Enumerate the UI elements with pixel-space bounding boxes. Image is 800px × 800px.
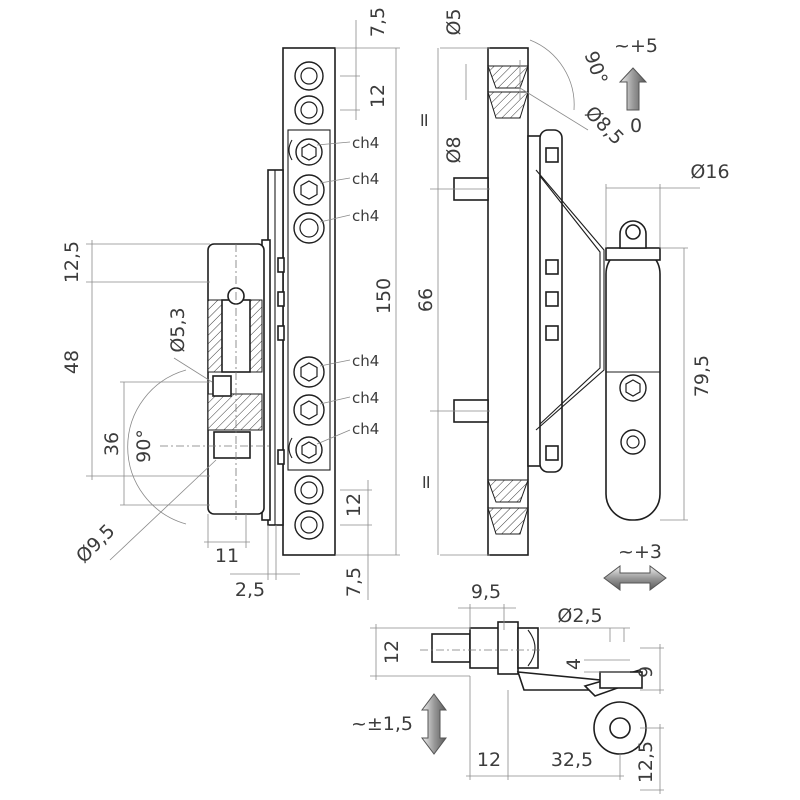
- countersink-section: [487, 479, 529, 503]
- link-arm-inner: [539, 175, 601, 425]
- dim-dia-9-5: Ø9,5: [72, 520, 119, 567]
- double-arrow-horizontal-icon: [603, 565, 667, 591]
- dim-dia-8: Ø8: [443, 136, 465, 163]
- dim-height-12-bottom: 12: [381, 640, 403, 664]
- dim-height-48: 48: [61, 350, 83, 374]
- dim-dia-8-5: Ø8,5: [580, 102, 627, 149]
- bracket-tab: [545, 147, 559, 163]
- pin-shaft: [213, 431, 251, 459]
- dim-dia-5: Ø5: [443, 8, 465, 35]
- dim-length-66: 66: [415, 288, 437, 312]
- bottom-view-dimensions: 9,5 Ø2,5 12 4 9 12 32,5 12,5: [370, 581, 664, 794]
- bracket-tab: [545, 325, 559, 341]
- dim-height-79-5: 79,5: [691, 355, 713, 397]
- angle-arc: [127, 369, 187, 525]
- dim-bottom-7-5: 7,5: [343, 567, 365, 597]
- chamfer-label: ch4: [352, 420, 379, 438]
- dim-dia-5-3: Ø5,3: [167, 307, 189, 352]
- knob: [277, 325, 285, 341]
- link-arm: [535, 169, 605, 431]
- adjust-arrow-horizontal: ~+3: [603, 541, 667, 591]
- dim-pitch-12-top: 12: [367, 84, 389, 108]
- adjust-label-horizontal: ~+3: [618, 541, 662, 563]
- adjust-label-top: ~+5: [614, 35, 658, 57]
- knob: [277, 449, 285, 465]
- dim-top-7-5: 7,5: [367, 7, 389, 37]
- clip-curve: [527, 629, 536, 667]
- dim-pitch-12-bottom: 12: [343, 493, 365, 517]
- dim-angle-90-mid: 90°: [580, 48, 612, 87]
- dim-height-12-5: 12,5: [61, 241, 83, 283]
- double-arrow-vertical-icon: [421, 693, 447, 755]
- dim-height-12-5-bottom: 12,5: [635, 741, 657, 783]
- dim-width-32-5: 32,5: [551, 749, 593, 771]
- dim-width-12-bottom: 12: [477, 749, 501, 771]
- dim-width-11: 11: [215, 545, 239, 567]
- adjust-arrow-vertical-bottom: ~±1,5: [351, 693, 447, 755]
- top-pin: [431, 633, 471, 663]
- bottom-knuckle-hole: [609, 717, 631, 739]
- dim-eq-top: =: [413, 112, 435, 128]
- frame-plate: [487, 47, 529, 556]
- chamfer-label: ch4: [352, 134, 379, 152]
- plate-inner-frame: [287, 129, 331, 471]
- adjust-bolt-group-lower: [293, 356, 325, 464]
- pin-grub: [212, 375, 232, 397]
- adjust-bolt-group-upper: [293, 138, 325, 244]
- screw-hole-group-bottom: [294, 475, 324, 540]
- chamfer-labels: ch4 ch4 ch4 ch4 ch4 ch4: [316, 134, 379, 445]
- dim-offset-2-5: 2,5: [235, 579, 265, 601]
- chamfer-label: ch4: [352, 170, 379, 188]
- right-view: Ø16 79,5 ~+3: [603, 161, 730, 591]
- dim-height-36: 36: [101, 432, 123, 456]
- chamfer-label: ch4: [352, 389, 379, 407]
- screw-hole-group-top: [294, 61, 324, 125]
- dim-dia-2-5: Ø2,5: [557, 605, 602, 627]
- double-arrow-up-icon: [618, 67, 648, 111]
- bracket-tab: [545, 445, 559, 461]
- adjust-label-vertical: ~±1,5: [351, 713, 413, 735]
- dim-eq-bottom: =: [415, 474, 437, 490]
- dim-dia-16: Ø16: [690, 161, 729, 183]
- angle-arc: [529, 39, 575, 111]
- knob: [277, 257, 285, 273]
- middle-view: Ø5 Ø8 66 = = 90° Ø8,5 ~+5 0: [413, 8, 658, 556]
- top-plate-edge: [497, 621, 519, 675]
- countersink-section: [487, 507, 529, 535]
- dim-width-9-5: 9,5: [471, 581, 501, 603]
- dim-height-9: 9: [635, 666, 657, 678]
- chamfer-label: ch4: [352, 207, 379, 225]
- knuckle-section-lower: [207, 393, 263, 431]
- countersink-section: [487, 91, 529, 119]
- chamfer-label: ch4: [352, 352, 379, 370]
- adjust-label-zero: 0: [630, 115, 642, 137]
- rotation-arrow-icon: [288, 437, 293, 459]
- bracket-tab: [545, 291, 559, 307]
- adjust-arrow-vertical-top: ~+5 0: [614, 35, 658, 137]
- knob: [277, 291, 285, 307]
- bottom-view: 9,5 Ø2,5 12 4 9 12 32,5 12,5: [351, 581, 664, 794]
- rotation-arrow-icon: [288, 139, 293, 161]
- bracket-tab: [545, 259, 559, 275]
- dim-length-150: 150: [373, 278, 395, 314]
- dim-gap-4: 4: [563, 658, 585, 670]
- barrel-eye-hole: [625, 224, 641, 240]
- left-view: ch4 ch4 ch4 ch4 ch4 ch4 7,5 12 150: [61, 7, 400, 601]
- right-view-dimensions: Ø16 79,5: [605, 161, 730, 521]
- dim-angle-90: 90°: [133, 429, 155, 463]
- barrel-cap: [605, 247, 661, 261]
